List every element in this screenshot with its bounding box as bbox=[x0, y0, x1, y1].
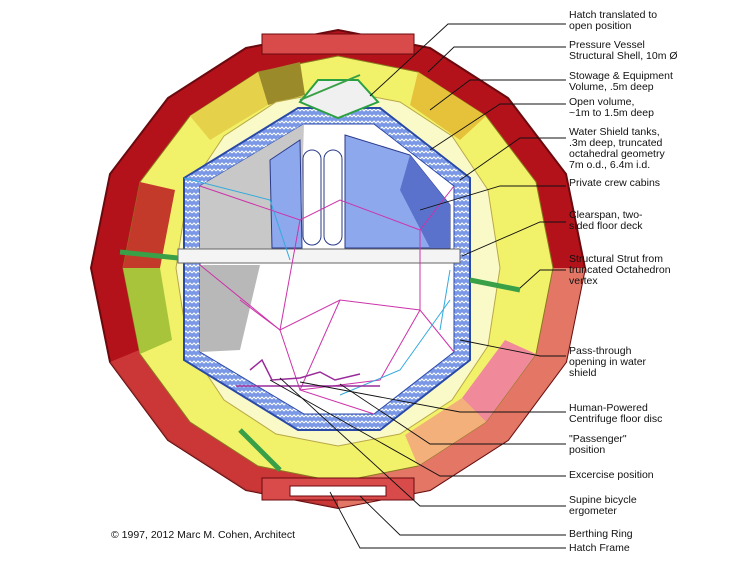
copyright-credit: © 1997, 2012 Marc M. Cohen, Architect bbox=[111, 529, 295, 541]
label-berthing: Berthing Ring bbox=[569, 528, 633, 540]
label-clearspan: Clearspan, two- sided floor deck bbox=[569, 209, 643, 232]
centrifuge-floor-disc bbox=[236, 358, 380, 387]
label-hatch-frame: Hatch Frame bbox=[569, 542, 630, 554]
stowage-block-pink bbox=[462, 340, 536, 422]
structural-strut bbox=[119, 249, 179, 261]
stowage-block-gold bbox=[190, 72, 268, 140]
upper-hatch-frame bbox=[261, 33, 415, 55]
clearspan-floor-deck bbox=[177, 248, 461, 264]
label-passenger: "Passenger" position bbox=[569, 433, 627, 456]
label-exercise: Excercise position bbox=[569, 469, 654, 481]
label-supine: Supine bicycle ergometer bbox=[569, 494, 637, 517]
cabin-door bbox=[302, 149, 322, 246]
structural-strut bbox=[238, 428, 282, 472]
stowage-block-olive bbox=[258, 62, 305, 105]
structural-strut bbox=[299, 74, 361, 101]
label-open-volume: Open volume, ~1m to 1.5m deep bbox=[569, 96, 654, 119]
interior-geometry-lines bbox=[199, 185, 455, 415]
label-hatch-translated: Hatch translated to open position bbox=[569, 9, 658, 32]
label-stowage: Stowage & Equipment Volume, .5m deep bbox=[569, 70, 673, 93]
stowage-block-darkred bbox=[123, 182, 175, 268]
private-crew-cabin-left bbox=[269, 139, 303, 249]
stowage-block-green bbox=[123, 268, 172, 354]
label-strut: Structural Strut from truncated Octahedr… bbox=[569, 253, 671, 287]
cabin-door bbox=[323, 149, 343, 246]
cabin-wall-grey-lower bbox=[200, 265, 260, 352]
stowage-block-gold-right bbox=[410, 72, 486, 140]
label-pressure-vessel: Pressure Vessel Structural Shell, 10m Ø bbox=[569, 39, 678, 62]
label-centrifuge: Human-Powered Centrifuge floor disc bbox=[569, 402, 663, 425]
label-water-shield: Water Shield tanks, .3m deep, truncated … bbox=[569, 126, 665, 171]
label-pass-through: Pass-through opening in water shield bbox=[569, 345, 647, 379]
structural-strut bbox=[469, 277, 521, 293]
private-crew-cabin-dark bbox=[400, 155, 450, 248]
label-private-cabins: Private crew cabins bbox=[569, 177, 661, 189]
hatch-frame-bottom bbox=[289, 485, 387, 497]
leader-lines bbox=[269, 23, 566, 549]
stowage-block-salmon bbox=[405, 398, 486, 466]
